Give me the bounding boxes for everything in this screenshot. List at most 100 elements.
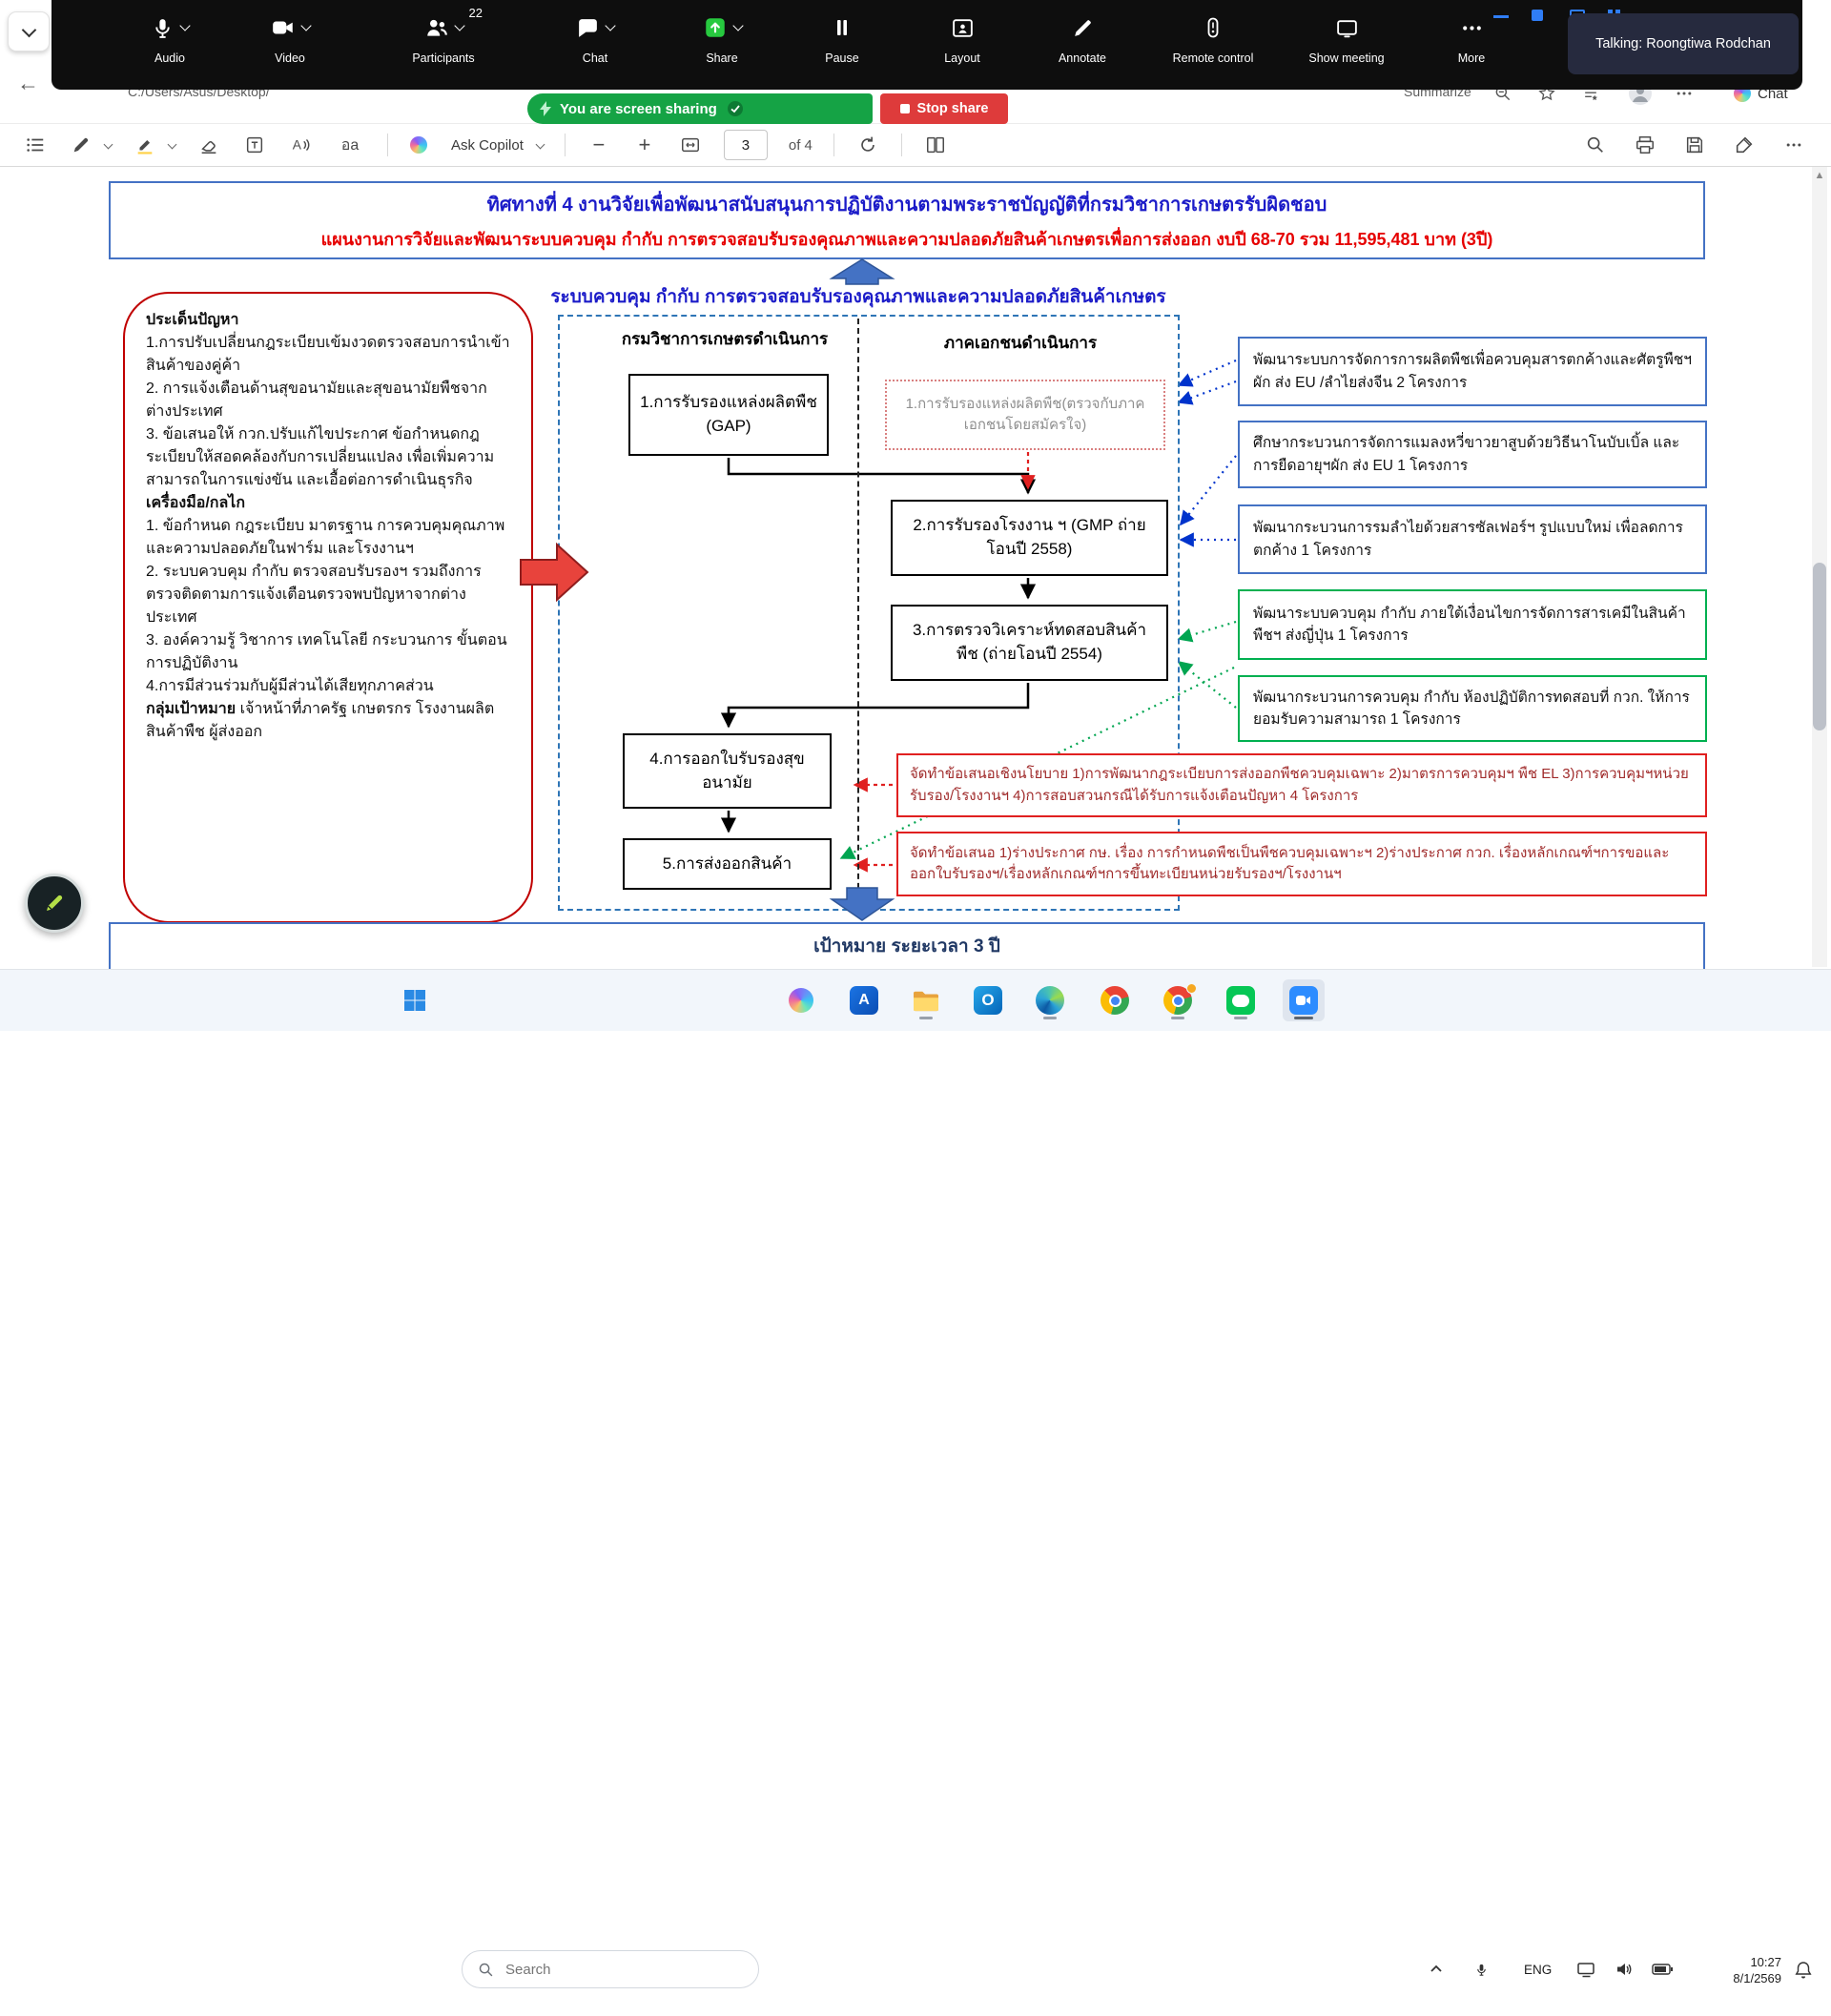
browser-more-icon[interactable] (1671, 80, 1697, 107)
pause-icon (837, 20, 847, 35)
favorites-star-icon[interactable] (1533, 80, 1560, 107)
project-box: ศึกษากระบวนการจัดการแมลงหวี่ขาวยาสูบด้วย… (1238, 421, 1707, 488)
column-header-private: ภาคเอกชนดำเนินการ (943, 334, 1098, 352)
search-input[interactable] (504, 1960, 717, 1979)
participants-count-badge: 22 (468, 6, 483, 20)
copilot-dropdown-chevron[interactable] (535, 139, 545, 149)
meeting-video-button[interactable]: Video (242, 11, 338, 82)
scrollbar-thumb[interactable] (1813, 563, 1826, 730)
annotation-pen-button[interactable] (25, 874, 84, 933)
tray-cast-icon[interactable] (1577, 1939, 1595, 2000)
meeting-audio-button[interactable]: Audio (122, 11, 217, 82)
taskbar-zoom-button[interactable] (1283, 979, 1325, 1021)
meeting-share-button[interactable]: Share (674, 11, 770, 82)
more-tools-icon[interactable] (1781, 133, 1806, 157)
text-box-tool-icon[interactable] (242, 133, 267, 157)
participants-chevron[interactable] (453, 20, 465, 31)
stop-share-button[interactable]: Stop share (880, 93, 1008, 124)
taskbar-outlook-button[interactable]: O (967, 979, 1009, 1021)
eraser-tool-icon[interactable] (196, 133, 221, 157)
highlighter-tool-icon[interactable] (133, 133, 157, 157)
pen-dropdown-chevron[interactable] (103, 139, 113, 149)
search-icon (479, 1963, 493, 1976)
table-of-contents-icon[interactable] (23, 133, 48, 157)
share-chevron[interactable] (731, 20, 744, 31)
tray-show-hidden-icons[interactable] (1429, 1939, 1444, 2000)
svg-text:A: A (293, 138, 302, 153)
browser-back-icon[interactable]: ← (17, 71, 39, 95)
meeting-show-meeting-button[interactable]: Show meeting (1287, 11, 1406, 82)
taskbar-app-a-button[interactable]: A (843, 979, 885, 1021)
meeting-pause-button[interactable]: Pause (794, 11, 890, 82)
meeting-layout-button[interactable]: Layout (915, 11, 1010, 82)
meeting-remote-control-button[interactable]: Remote control (1148, 11, 1278, 82)
column-header-government: กรมวิชาการเกษตรดำเนินการ (621, 330, 829, 348)
meeting-chat-button[interactable]: Chat (547, 11, 643, 82)
problem-item: 2. การแจ้งเตือนด้านสุขอนามัยและสุขอนามัย… (146, 381, 487, 420)
tray-volume-icon[interactable] (1615, 1939, 1633, 2000)
monitor-icon (1577, 1962, 1594, 1977)
tool-item: 2. ระบบควบคุม กำกับ ตรวจสอบรับรองฯ รวมถึ… (146, 564, 482, 626)
chrome-icon (1101, 986, 1129, 1015)
fullscreen-expand-icon[interactable] (1812, 10, 1827, 30)
share-check-icon (727, 100, 744, 117)
read-aloud-icon[interactable]: A (288, 133, 313, 157)
open-app-indicator (1234, 1017, 1247, 1019)
windows-logo-icon (404, 990, 425, 1011)
audio-chevron[interactable] (179, 20, 191, 31)
share-banner-text: You are screen sharing (560, 100, 717, 117)
zoom-out-icon[interactable]: − (592, 133, 606, 156)
taskbar-chrome-button[interactable] (1094, 979, 1136, 1021)
flow-step-3: 3.การตรวจวิเคราะห์ทดสอบสินค้าพืช (ถ่ายโอ… (891, 605, 1168, 681)
layout-icon (952, 18, 973, 37)
taskbar-chrome-profile-button[interactable] (1157, 979, 1199, 1021)
taskbar-edge-button[interactable] (1029, 979, 1071, 1021)
translate-icon[interactable]: อa (340, 136, 360, 154)
tray-battery-icon[interactable] (1652, 1939, 1674, 2000)
tool-item: 4.การมีส่วนร่วมกับผู้มีส่วนได้เสียทุกภาค… (146, 678, 434, 694)
rotate-icon[interactable] (855, 133, 880, 157)
flow-step-4: 4.การออกใบรับรองสุขอนามัย (623, 733, 832, 809)
print-icon[interactable] (1633, 133, 1657, 157)
maximize-icon[interactable] (1532, 10, 1543, 21)
clock[interactable]: 10:27 8/1/2569 (1707, 1939, 1781, 2016)
bell-icon (1795, 1961, 1812, 1978)
start-button[interactable] (394, 979, 436, 1021)
minimize-icon[interactable] (1493, 15, 1509, 18)
page-number-input[interactable] (723, 130, 768, 160)
toolbar-collapse-button[interactable] (8, 11, 50, 51)
tray-mic-in-use[interactable] (1474, 1939, 1489, 2000)
pen-tool-icon[interactable] (69, 133, 93, 157)
meeting-more-button[interactable]: More (1424, 11, 1519, 82)
more-ellipsis-icon (1462, 25, 1481, 31)
taskbar-copilot-button[interactable] (780, 979, 822, 1021)
target-group-line: กลุ่มเป้าหมาย เจ้าหน้าที่ภาครัฐ เกษตรกร … (146, 698, 510, 744)
apps-grid-icon[interactable] (1608, 10, 1613, 14)
meeting-annotate-button[interactable]: Annotate (1035, 11, 1130, 82)
search-document-icon[interactable] (1583, 133, 1608, 157)
taskbar-line-button[interactable] (1220, 979, 1262, 1021)
save-icon[interactable] (1682, 133, 1707, 157)
video-camera-icon (272, 21, 293, 34)
notification-center-button[interactable] (1795, 1939, 1812, 2000)
page-view-icon[interactable] (923, 133, 948, 157)
taskbar-search[interactable] (462, 1950, 759, 1988)
video-chevron[interactable] (299, 20, 312, 31)
taskbar-file-explorer-button[interactable] (905, 979, 947, 1021)
taskbar: A O (0, 969, 1831, 1988)
flow-step-1-private: 1.การรับรองแหล่งผลิตพืช(ตรวจกับภาคเอกชนโ… (885, 380, 1165, 450)
toolbar-divider (564, 134, 566, 156)
chat-chevron[interactable] (605, 20, 616, 31)
language-indicator[interactable]: ENG (1524, 1962, 1553, 1977)
meeting-participants-button[interactable]: 22 Participants (412, 6, 483, 65)
speaker-icon (1617, 1964, 1632, 1975)
participants-icon (426, 19, 447, 36)
flow-step-2: 2.การรับรองโรงงาน ฯ (GMP ถ่ายโอนปี 2558) (891, 500, 1168, 576)
ask-copilot-button[interactable]: Ask Copilot (451, 136, 524, 154)
toolbar-divider (833, 134, 834, 156)
scrollbar-up-arrow[interactable]: ▲ (1814, 170, 1825, 181)
edit-signature-icon[interactable] (1732, 133, 1757, 157)
fit-to-width-icon[interactable] (678, 133, 703, 157)
highlighter-dropdown-chevron[interactable] (167, 139, 177, 149)
zoom-in-icon[interactable]: + (638, 133, 651, 156)
